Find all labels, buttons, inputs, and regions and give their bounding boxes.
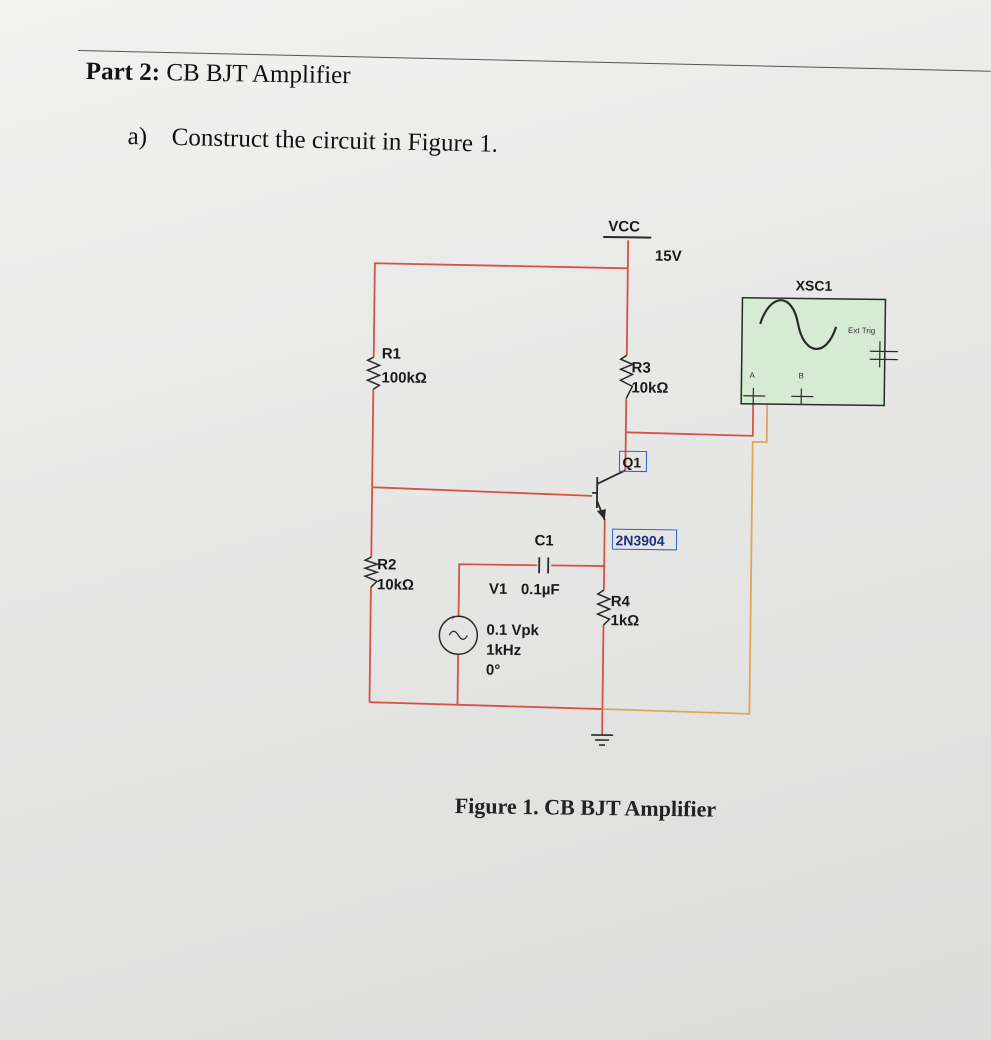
c1-value: 0.1µF [521,581,560,598]
v1-minus: − [451,649,456,658]
v1-sine-icon [448,630,468,640]
r3-name: R3 [632,359,651,376]
wire-collector-to-scope-a [625,401,755,437]
vcc-supply: VCC 15V [603,218,682,265]
wire-r3-to-collector [624,398,628,471]
v1-plus: + [450,613,455,622]
wire-source-to-ground [456,654,460,706]
vcc-bar [603,236,652,239]
q1-name-box [618,450,648,473]
wire-source-to-cap [457,563,538,617]
wire-r4-to-ground [601,625,605,736]
r4-value: 1kΩ [610,612,639,629]
wire-vcc-to-r3 [625,240,630,356]
wire-cap-to-emitter [551,520,606,567]
resistor-r4: R4 1kΩ [595,589,639,629]
v1-phase: 0° [486,662,501,679]
vcc-value: 15V [655,248,682,265]
capacitor-c1: C1 0.1µF [521,532,560,598]
q1-emitter-arrow [596,509,606,521]
ground-icon [591,734,614,746]
vcc-label: VCC [608,218,640,235]
wire-r1-to-base-node [371,389,375,488]
r4-name: R4 [611,593,631,610]
r1-value: 100kΩ [381,369,427,387]
r1-name: R1 [382,345,401,362]
wire-base-bias [372,486,593,497]
figure-caption: Figure 1. CB BJT Amplifier [454,793,717,822]
scope-name: XSC1 [796,277,833,293]
wire-ground-to-scope-b [602,404,769,715]
scope-channel-b: B [798,371,803,380]
transistor-q1 [592,469,626,521]
wires [368,240,755,736]
v1-name: V1 [489,581,508,598]
voltage-source-v1: + − V1 0.1 Vpk 1kHz 0° [438,581,540,679]
wire-ground-rail [369,701,603,710]
scope-ext-trig: Ext Trig [848,326,875,335]
v1-amplitude: 0.1 Vpk [486,622,539,640]
oscilloscope-xsc1: XSC1 A B Ext Trig [740,277,898,407]
q1-name: Q1 [622,454,641,470]
scope-channel-a: A [749,371,755,380]
q1-model: 2N3904 [615,532,664,549]
r2-zigzag [362,556,380,588]
resistor-r1: R1 100kΩ [365,345,427,390]
scope-terminals [743,341,898,405]
v1-frequency: 1kHz [486,642,521,659]
wire-base-node-to-r2 [370,487,374,558]
r2-value: 10kΩ [377,576,414,593]
resistor-r2: R2 10kΩ [362,556,414,594]
r2-name: R2 [377,556,396,573]
r3-value: 10kΩ [631,379,668,396]
q1-model-box [611,528,678,551]
wire-r2-to-ground-rail [368,587,372,703]
scope-body [740,296,887,407]
q1-collector-lead [596,469,626,485]
c1-name: C1 [534,532,553,549]
v1-circle [438,615,479,656]
r1-zigzag [365,356,382,390]
scope-sine-icon [759,299,838,350]
r3-zigzag [618,354,635,399]
resistor-r3: R3 10kΩ [618,354,669,399]
wire-top-rail [372,262,628,358]
r4-zigzag [595,589,612,626]
